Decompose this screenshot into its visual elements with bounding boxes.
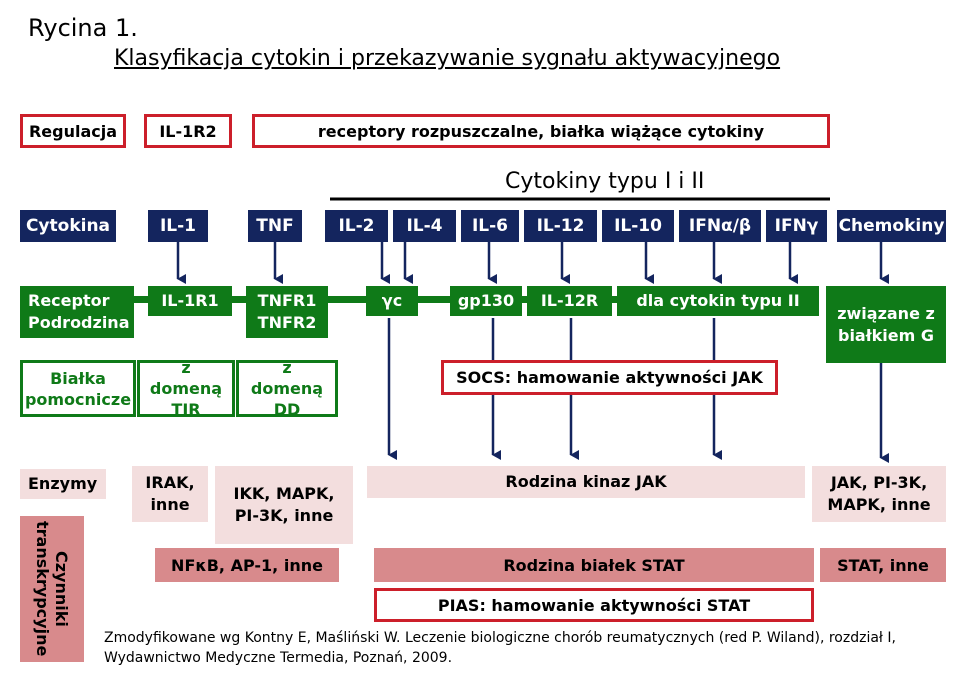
footnote-line-2: Wydawnictwo Medyczne Termedia, Poznań, 2… bbox=[104, 650, 453, 666]
cytokine-ifn-gamma: IFNγ bbox=[766, 210, 827, 242]
pias-box: PIAS: hamowanie aktywności STAT bbox=[374, 588, 814, 622]
enzymes-row-label: Enzymy bbox=[20, 469, 106, 499]
enzyme-ikk: IKK, MAPK, PI-3K, inne bbox=[215, 466, 353, 544]
cytokine-row-label: Cytokina bbox=[20, 210, 116, 242]
cytokine-il6: IL-6 bbox=[461, 210, 519, 242]
type-header: Cytokiny typu I i II bbox=[505, 169, 705, 194]
footnote-line-1: Zmodyfikowane wg Kontny E, Maśliński W. … bbox=[104, 630, 896, 646]
soluble-receptors-box: receptory rozpuszczalne, białka wiążące … bbox=[252, 114, 830, 148]
tf-stat-other: STAT, inne bbox=[820, 548, 946, 582]
enzyme-irak: IRAK, inne bbox=[132, 466, 208, 522]
tf-nfkb: NFκB, AP-1, inne bbox=[155, 548, 339, 582]
cytokine-il12: IL-12 bbox=[524, 210, 597, 242]
receptor-gp130: gp130 bbox=[450, 286, 522, 316]
helper-row-label: Białka pomocnicze bbox=[20, 360, 136, 417]
receptor-type2: dla cytokin typu II bbox=[617, 286, 819, 316]
receptor-il1r1: IL-1R1 bbox=[148, 286, 232, 316]
cytokine-chemokines: Chemokiny bbox=[837, 210, 946, 242]
receptor-gamma-c: γc bbox=[366, 286, 418, 316]
regulation-label: Regulacja bbox=[20, 114, 126, 148]
figure-label: Rycina 1. bbox=[28, 14, 138, 42]
cytokine-il1: IL-1 bbox=[148, 210, 208, 242]
cytokine-il4: IL-4 bbox=[393, 210, 456, 242]
receptor-row-label: Receptor Podrodzina bbox=[20, 286, 134, 338]
cytokine-ifn-alpha-beta: IFNα/β bbox=[679, 210, 761, 242]
footnote: Zmodyfikowane wg Kontny E, Maśliński W. … bbox=[104, 628, 896, 668]
receptor-tnfr: TNFR1 TNFR2 bbox=[246, 286, 328, 338]
il1r2-box: IL-1R2 bbox=[144, 114, 232, 148]
tf-stat-family: Rodzina białek STAT bbox=[374, 548, 814, 582]
cytokine-il10: IL-10 bbox=[602, 210, 674, 242]
helper-tir: z domeną TIR bbox=[137, 358, 235, 419]
receptor-il12r: IL-12R bbox=[527, 286, 612, 316]
helper-dd: z domeną DD bbox=[236, 358, 338, 419]
cytokine-tnf: TNF bbox=[248, 210, 302, 242]
transcription-row-label: Czynniki transkrypcyjne bbox=[20, 516, 84, 662]
enzyme-jak-family: Rodzina kinaz JAK bbox=[367, 466, 805, 498]
cytokine-il2: IL-2 bbox=[325, 210, 388, 242]
receptor-g-protein: związane z białkiem G bbox=[826, 286, 946, 363]
socs-box: SOCS: hamowanie aktywności JAK bbox=[441, 360, 778, 395]
enzyme-jak-other: JAK, PI-3K, MAPK, inne bbox=[812, 466, 946, 522]
figure-title: Klasyfikacja cytokin i przekazywanie syg… bbox=[114, 46, 781, 71]
